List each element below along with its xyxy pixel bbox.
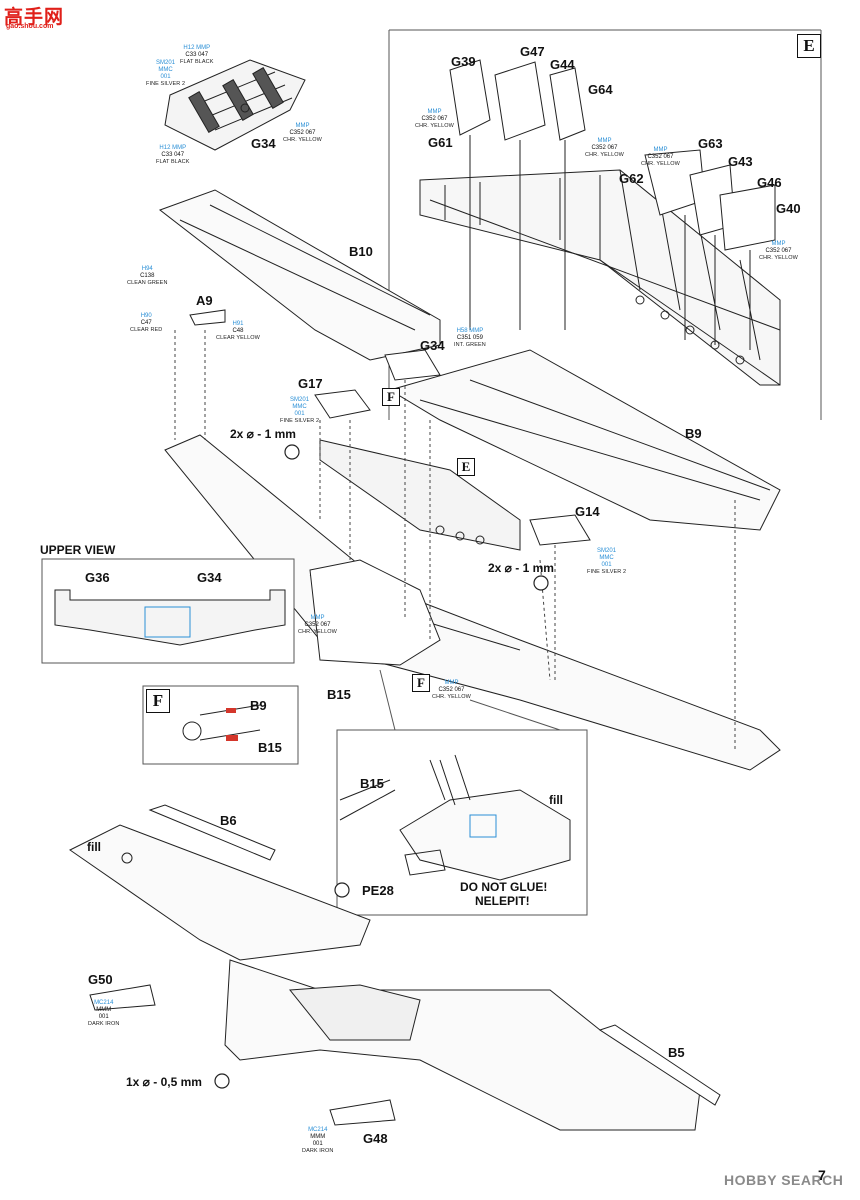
part-label-g17: G17 xyxy=(298,376,323,391)
part-label-b15-detail: B15 xyxy=(360,776,384,791)
site-logo-text: 高手网 xyxy=(4,7,65,28)
part-label-b9: B9 xyxy=(685,426,702,441)
paint-callout-dark-iron-g50: MC214 MMM 001 DARK IRON xyxy=(88,1000,120,1027)
paint-callout-int-green: H58 MMP C351 059 INT. GREEN xyxy=(454,328,486,348)
part-label-g36: G36 xyxy=(85,570,110,585)
ref-mark-f-lower: F xyxy=(412,674,430,692)
part-label-b9-f: B9 xyxy=(250,698,267,713)
paint-callout-yellow-e-left: MMP C352 067 CHR. YELLOW xyxy=(415,109,454,129)
part-label-g46: G46 xyxy=(757,175,782,190)
panel-g14-drawing xyxy=(529,514,591,546)
drill-note-3: 1x ⌀ - 0,5 mm xyxy=(126,1075,202,1089)
paint-callout-yellow-top: MMP C352 067 CHR. YELLOW xyxy=(283,123,322,143)
ref-mark-f-box: F xyxy=(146,689,170,713)
paint-callout-clear-red: H90 C47 CLEAR RED xyxy=(130,313,163,333)
part-label-g50: G50 xyxy=(88,972,113,987)
part-label-g43: G43 xyxy=(728,154,753,169)
part-label-g14: G14 xyxy=(575,504,600,519)
paint-callout-fine-silver-1: SM201 MMC 001 FINE SILVER 2 xyxy=(146,60,186,87)
cockpit-e-small-drawing xyxy=(319,439,521,551)
part-label-b10: B10 xyxy=(349,244,373,259)
paint-callout-fine-silver-g14: SM201 MMC 001 FINE SILVER 2 xyxy=(587,548,627,575)
paint-callout-yellow-low: MMP C352 067 CHR. YELLOW xyxy=(432,680,471,700)
g34-seat-drawing xyxy=(164,59,306,151)
site-logo-url: gao.shou.com xyxy=(6,23,54,30)
part-label-g34-top: G34 xyxy=(251,136,276,151)
part-label-g40: G40 xyxy=(776,201,801,216)
paint-callout-flat-black-2: H12 MMP C33 047 FLAT BLACK xyxy=(156,145,190,165)
upper-view-title: UPPER VIEW xyxy=(40,543,116,557)
part-label-g39: G39 xyxy=(451,54,476,69)
paint-callout-fine-silver-g17: SM201 MMC 001 FINE SILVER 2 xyxy=(280,397,320,424)
site-logo: 高手网 gao.shou.com xyxy=(2,2,72,32)
part-label-b5: B5 xyxy=(668,1045,685,1060)
ref-mark-e-main: E xyxy=(457,458,475,476)
wing-b9-drawing xyxy=(388,349,781,531)
part-label-g63: G63 xyxy=(698,136,723,151)
drill-note-1: 2x ⌀ - 1 mm xyxy=(230,427,296,441)
part-label-g62: G62 xyxy=(619,171,644,186)
wing-b10-drawing xyxy=(158,189,441,361)
paint-callout-yellow-e-mid: MMP C352 067 CHR. YELLOW xyxy=(585,138,624,158)
part-label-b15: B15 xyxy=(327,687,351,702)
nelepit-note: NELEPIT! xyxy=(475,894,530,908)
page-number: 7 xyxy=(818,1167,826,1183)
paint-callout-yellow-mid: MMP C352 067 CHR. YELLOW xyxy=(298,615,337,635)
part-a9-drawing xyxy=(189,309,226,326)
panel-g34-drawing xyxy=(384,349,441,381)
panel-g17-drawing xyxy=(314,389,371,419)
fill-note-2: fill xyxy=(87,840,101,854)
drill-note-2: 2x ⌀ - 1 mm xyxy=(488,561,554,575)
paint-callout-clear-yellow: H91 C48 CLEAR YELLOW xyxy=(216,321,260,341)
upper-view-drawing xyxy=(41,558,295,664)
ref-mark-f-main: F xyxy=(382,388,400,406)
paint-callout-dark-iron-g48: MC214 MMM 001 DARK IRON xyxy=(302,1127,334,1154)
part-label-g64: G64 xyxy=(588,82,613,97)
part-label-g34-upper: G34 xyxy=(197,570,222,585)
cockpit-frame-drawing xyxy=(419,59,781,386)
part-label-b6: B6 xyxy=(220,813,237,828)
section-marker-e: E xyxy=(797,34,821,58)
part-label-g47: G47 xyxy=(520,44,545,59)
fill-note-1: fill xyxy=(549,793,563,807)
do-not-glue-note: DO NOT GLUE! xyxy=(460,880,548,894)
paint-callout-clean-green: H94 C138 CLEAN GREEN xyxy=(127,266,168,286)
lower-wing-b15-drawing xyxy=(164,434,781,771)
part-label-pe28: PE28 xyxy=(362,883,394,898)
part-label-g61: G61 xyxy=(428,135,453,150)
paint-callout-yellow-g40: MMP C352 067 CHR. YELLOW xyxy=(759,241,798,261)
paint-callout-flat-black-1: H12 MMP C33 047 FLAT BLACK xyxy=(180,45,214,65)
part-label-g44: G44 xyxy=(550,57,575,72)
part-label-b15-f: B15 xyxy=(258,740,282,755)
paint-callout-yellow-g63: MMP C352 067 CHR. YELLOW xyxy=(641,147,680,167)
part-label-g34-mid: G34 xyxy=(420,338,445,353)
b15-detail-box-drawing xyxy=(336,729,588,916)
bottom-wing-drawing xyxy=(69,804,721,1131)
watermark-text: HOBBY SEARCH xyxy=(724,1172,844,1188)
part-label-a9: A9 xyxy=(196,293,213,308)
part-label-g48: G48 xyxy=(363,1131,388,1146)
